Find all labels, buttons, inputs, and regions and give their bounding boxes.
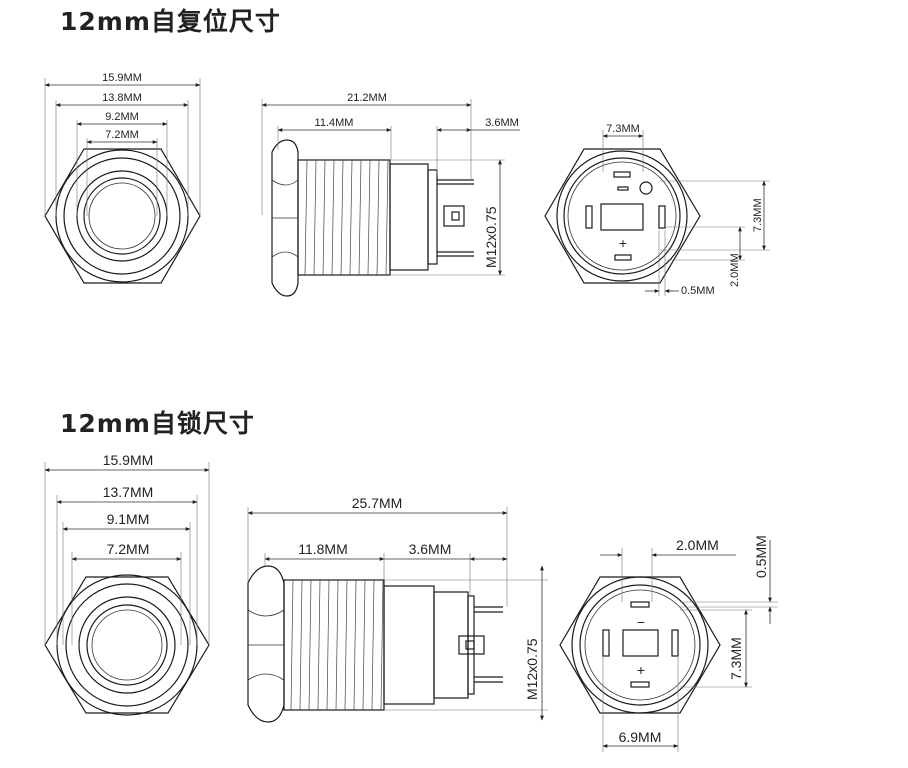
thread-line xyxy=(376,159,380,276)
reset-side-view: 21.2MM 11.4MM 3.6MM M12x0.75 xyxy=(261,92,520,297)
lock-plus-symbol: + xyxy=(637,662,645,678)
reset-front-dim-outer: 15.9MM xyxy=(102,72,142,84)
lock-thread-spec: M12x0.75 xyxy=(524,638,540,700)
reset-side-dim-terminal: 3.6MM xyxy=(485,117,519,129)
thread-line xyxy=(362,579,366,711)
reset-thread-spec: M12x0.75 xyxy=(483,206,499,268)
lock-section-title: 12mm自锁尺寸 xyxy=(60,409,255,438)
reset-thread-lines xyxy=(304,159,389,276)
lock-side-dim-total: 25.7MM xyxy=(352,495,403,511)
reset-front-dim-bezel: 13.8MM xyxy=(102,92,142,104)
thread-line xyxy=(335,579,339,711)
lock-back-dim-height: 7.3MM xyxy=(728,637,744,680)
thread-line xyxy=(317,579,321,711)
lock-side-dim-thread: 11.8MM xyxy=(298,541,348,557)
thread-line xyxy=(371,579,375,711)
thread-line xyxy=(358,159,362,276)
lock-back-view: − + 2.0MM 0.5MM 7.3MM 6.9MM xyxy=(559,535,778,752)
thread-line xyxy=(340,159,344,276)
lock-back-dim-pin-thickness: 0.5MM xyxy=(753,535,769,578)
lock-front-dim-ring: 9.1MM xyxy=(107,511,150,527)
thread-line xyxy=(304,159,308,276)
reset-back-dim-height: 7.3MM xyxy=(752,198,764,232)
reset-front-dim-button: 7.2MM xyxy=(105,129,139,141)
lock-side-view: 25.7MM 11.8MM 3.6MM M12x0.75 xyxy=(247,495,548,723)
thread-line xyxy=(322,159,326,276)
thread-line xyxy=(353,579,357,711)
lock-minus-symbol: − xyxy=(637,614,645,630)
thread-line xyxy=(290,579,294,711)
thread-line xyxy=(313,159,317,276)
thread-line xyxy=(385,159,389,276)
reset-back-dim-pin-thickness: 0.5MM xyxy=(681,285,715,297)
reset-front-view: 15.9MM 13.8MM 9.2MM 7.2MM xyxy=(44,72,201,284)
lock-front-dim-bezel: 13.7MM xyxy=(103,484,154,500)
reset-plus-symbol: + xyxy=(619,235,627,251)
thread-line xyxy=(299,579,303,711)
thread-line xyxy=(344,579,348,711)
lock-side-dim-terminal: 3.6MM xyxy=(409,541,452,557)
lock-back-dim-pin-spacing: 2.0MM xyxy=(676,537,719,553)
lock-back-dim-width: 6.9MM xyxy=(619,729,662,745)
reset-back-view: + 7.3MM 7.3MM 2.0MM 0.5MM xyxy=(544,123,770,297)
thread-line xyxy=(349,159,353,276)
reset-side-dim-total: 21.2MM xyxy=(347,92,387,104)
thread-line xyxy=(331,159,335,276)
reset-section-title: 12mm自复位尺寸 xyxy=(60,7,281,36)
reset-side-dim-thread: 11.4MM xyxy=(315,117,354,129)
thread-line xyxy=(367,159,371,276)
lock-front-dim-button: 7.2MM xyxy=(107,541,150,557)
reset-back-dim-pin-spacing: 2.0MM xyxy=(729,253,741,287)
reset-front-dim-ring: 9.2MM xyxy=(105,111,139,123)
lock-thread-lines xyxy=(290,579,384,711)
reset-back-dim-width: 7.3MM xyxy=(606,123,640,135)
thread-line xyxy=(326,579,330,711)
lock-front-dim-outer: 15.9MM xyxy=(103,452,154,468)
thread-line xyxy=(308,579,312,711)
thread-line xyxy=(380,579,384,711)
lock-front-view: 15.9MM 13.7MM 9.1MM 7.2MM xyxy=(44,452,210,716)
